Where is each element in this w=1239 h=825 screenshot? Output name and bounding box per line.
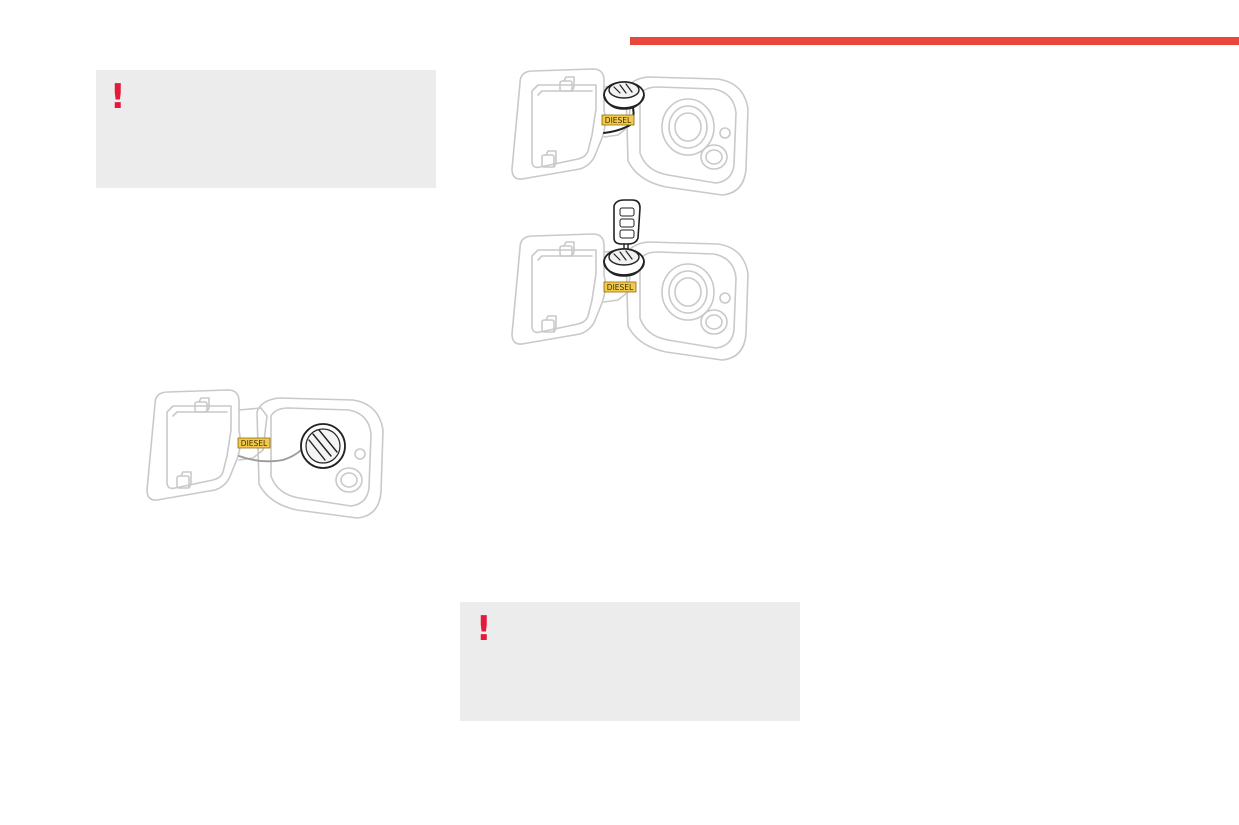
warning-box: ! (460, 602, 800, 721)
diesel-label-tag (601, 114, 635, 126)
exclamation-icon: ! (476, 609, 492, 649)
exclamation-icon: ! (110, 77, 126, 117)
diesel-label: DIESEL (241, 439, 268, 448)
diesel-label: DIESEL (605, 116, 632, 125)
fuel-flap-cap-closed-illustration: DIESEL (143, 388, 388, 520)
fuel-flap-cap-hanging-illustration: DIESEL (508, 65, 753, 200)
warning-box: ! (96, 70, 436, 188)
diesel-label-tag (603, 281, 637, 293)
diesel-label: DIESEL (607, 283, 634, 292)
diesel-label-tag (237, 437, 271, 449)
header-accent-bar (630, 37, 1239, 45)
fuel-flap-cap-key-illustration: DIESEL (508, 198, 753, 363)
